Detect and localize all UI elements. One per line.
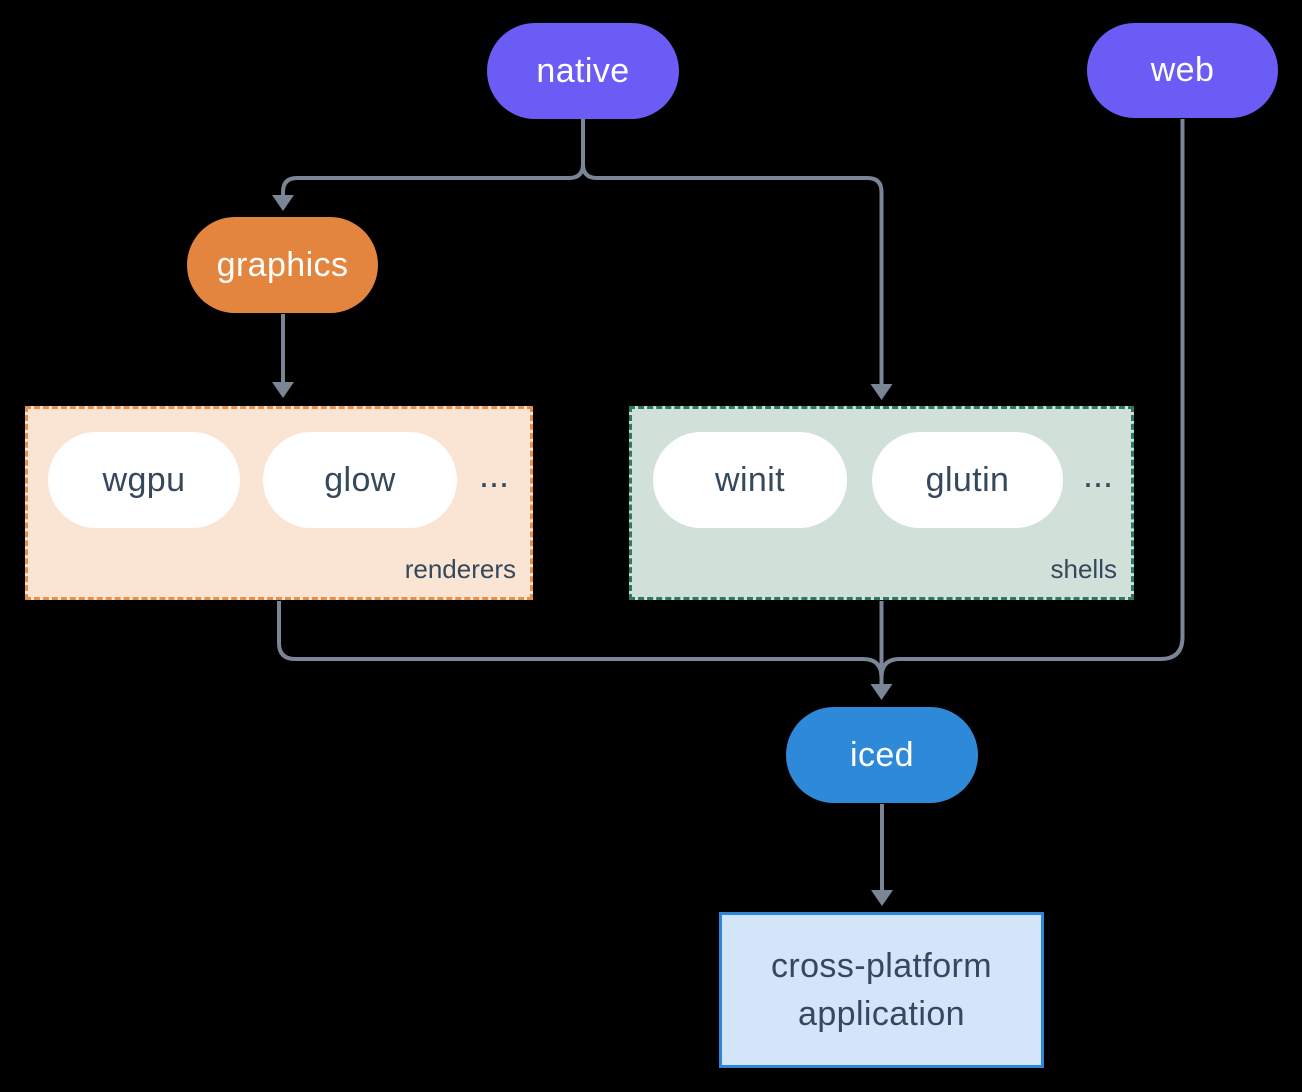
node-cross-platform-application: cross-platform application: [719, 912, 1044, 1068]
node-iced: iced: [786, 707, 978, 803]
node-glutin-label: glutin: [925, 460, 1010, 499]
arrowhead-into-renderers: [272, 382, 294, 398]
node-native-label: native: [536, 51, 630, 90]
node-glow-label: glow: [324, 460, 396, 499]
node-wgpu: wgpu: [48, 432, 240, 528]
node-web: web: [1087, 23, 1278, 118]
renderers-ellipsis: ...: [478, 454, 509, 495]
group-renderers: wgpu glow ... renderers: [25, 406, 533, 600]
node-winit: winit: [653, 432, 847, 528]
application-label-line2: application: [798, 995, 965, 1033]
node-iced-label: iced: [850, 735, 914, 774]
node-wgpu-label: wgpu: [102, 460, 186, 499]
shells-ellipsis: ...: [1082, 454, 1113, 495]
arrowhead-into-application: [871, 890, 893, 906]
shells-group-label: shells: [1050, 554, 1117, 584]
connector-web-iced: [879, 119, 1185, 678]
arrowhead-into-graphics: [272, 195, 294, 211]
renderers-group-label: renderers: [404, 554, 516, 584]
node-graphics-label: graphics: [216, 245, 349, 284]
node-graphics: graphics: [187, 217, 378, 313]
connector-native-shells: [581, 119, 884, 384]
application-label-line1: cross-platform: [771, 947, 992, 985]
arrowhead-into-iced: [870, 684, 893, 700]
connector-renderers-iced: [277, 601, 884, 678]
arrowhead-into-shells: [870, 384, 893, 400]
node-glutin: glutin: [872, 432, 1063, 528]
node-winit-label: winit: [714, 460, 786, 499]
connector-native-graphics: [281, 119, 585, 195]
node-native: native: [487, 23, 679, 119]
node-web-label: web: [1150, 51, 1215, 89]
node-glow: glow: [263, 432, 457, 528]
group-shells: winit glutin ... shells: [629, 406, 1134, 600]
